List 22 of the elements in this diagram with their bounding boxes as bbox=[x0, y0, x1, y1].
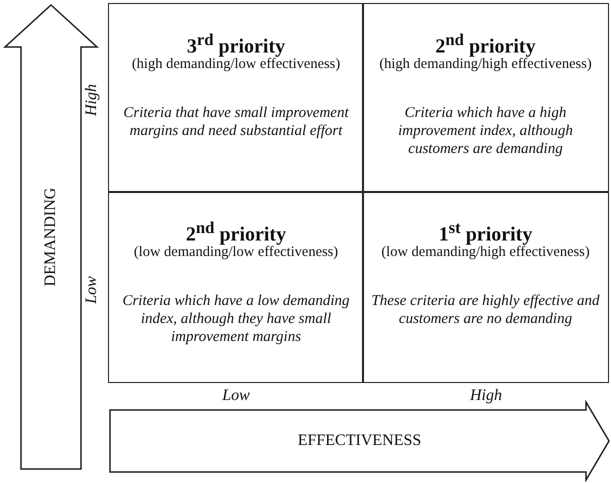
priority-heading: 1$^{st}$ priority bbox=[438, 218, 532, 246]
quadrant-subtitle: (high demanding/high effectiveness) bbox=[378, 56, 593, 73]
priority-heading: 3$^{rd}$ priority bbox=[186, 30, 286, 58]
axis-level-label: High bbox=[470, 387, 502, 405]
axis-level-label: Low bbox=[222, 387, 250, 405]
quadrant-subtitle: (high demanding/low effectiveness) bbox=[130, 56, 342, 73]
quadrant-cell bbox=[108, 3, 364, 193]
quadrant-cell bbox=[362, 191, 609, 383]
quadrant-description: These criteria are highly effective and customers are no demanding bbox=[370, 292, 601, 328]
quadrant-cell bbox=[362, 3, 609, 193]
priority-heading: 2$^{nd}$ priority bbox=[434, 30, 536, 58]
axis-title: EFFECTIVENESS bbox=[298, 432, 422, 450]
axis-title: DEMANDING bbox=[42, 188, 60, 286]
quadrant-description: Criteria that have small improvement margins and need substantial effort bbox=[122, 104, 350, 140]
quadrant-description: Criteria which have a high improvement index, although customers are demanding bbox=[397, 104, 574, 158]
quadrant-cell bbox=[108, 191, 364, 383]
axis-level-label: Low bbox=[83, 276, 101, 304]
axis-level-label: High bbox=[83, 84, 101, 116]
quadrant-description: Criteria which have a low demanding index, although they have small improvement margins bbox=[121, 292, 351, 346]
quadrant-subtitle: (low demanding/low effectiveness) bbox=[132, 244, 340, 261]
quadrant-subtitle: (low demanding/high effectiveness) bbox=[380, 244, 591, 261]
priority-heading: 2$^{nd}$ priority bbox=[184, 218, 286, 246]
